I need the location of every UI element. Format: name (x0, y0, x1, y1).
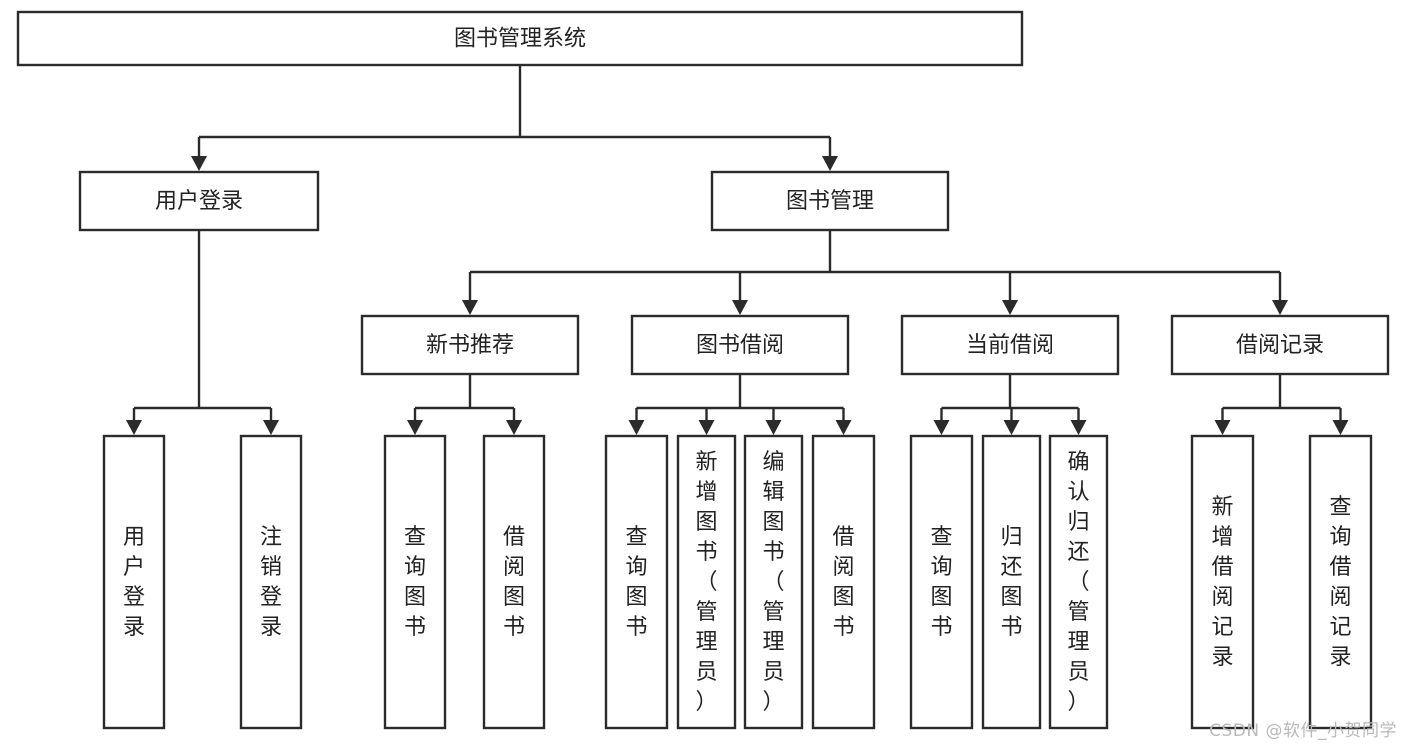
arrow-head-icon (1003, 420, 1020, 435)
node-label: 新增图书（管理员） (695, 450, 717, 715)
node-label: 注销登录 (260, 525, 282, 640)
node-newbook[interactable]: 新书推荐 (360, 314, 580, 376)
connectors-layer (126, 65, 1349, 435)
node-label: 查询图书 (930, 525, 952, 640)
node-label: 借阅记录 (1236, 333, 1324, 358)
node-leaf-user-login[interactable]: 用户登录 (102, 434, 166, 730)
node-box[interactable] (909, 434, 974, 730)
node-label: 查询图书 (625, 525, 647, 640)
node-box[interactable] (78, 170, 320, 232)
arrow-head-icon (732, 300, 748, 315)
arrow-head-icon (506, 420, 522, 435)
node-box[interactable] (360, 314, 580, 376)
node-box[interactable] (981, 434, 1042, 730)
arrow-head-icon (462, 300, 478, 315)
node-label: 借阅图书 (503, 525, 525, 640)
node-label: 用户登录 (155, 189, 243, 214)
node-box[interactable] (383, 434, 447, 730)
arrow-head-icon (698, 420, 715, 435)
arrow-head-icon (407, 420, 423, 435)
arrow-head-icon (933, 420, 950, 435)
node-box[interactable] (102, 434, 166, 730)
nodes-layer: 图书管理系统用户登录图书管理新书推荐图书借阅当前借阅借阅记录用户登录注销登录查询… (16, 10, 1390, 730)
node-current[interactable]: 当前借阅 (900, 314, 1120, 376)
node-box[interactable] (239, 434, 303, 730)
arrow-head-icon (126, 420, 142, 435)
node-box[interactable] (1170, 314, 1390, 376)
node-leaf-newbook-borrow[interactable]: 借阅图书 (482, 434, 546, 730)
arrow-head-icon (1214, 420, 1231, 435)
node-label: 当前借阅 (966, 333, 1054, 358)
arrow-head-icon (1332, 420, 1349, 435)
node-leaf-newbook-query[interactable]: 查询图书 (383, 434, 447, 730)
node-box[interactable] (743, 434, 804, 730)
node-bookmgmt[interactable]: 图书管理 (710, 170, 950, 232)
arrow-head-icon (191, 156, 207, 171)
arrow-head-icon (1002, 300, 1018, 315)
node-label: 归还图书 (1000, 525, 1022, 640)
node-leaf-borrow-edit[interactable]: 编辑图书（管理员） (743, 434, 804, 730)
node-box[interactable] (482, 434, 546, 730)
node-box[interactable] (16, 10, 1024, 67)
node-leaf-records-query[interactable]: 查询借阅记录 (1308, 434, 1373, 730)
node-label: 新书推荐 (426, 333, 514, 358)
node-leaf-records-add[interactable]: 新增借阅记录 (1190, 434, 1255, 730)
node-box[interactable] (1048, 434, 1109, 730)
node-leaf-borrow-add[interactable]: 新增图书（管理员） (676, 434, 737, 730)
node-box[interactable] (900, 314, 1120, 376)
node-box[interactable] (604, 434, 669, 730)
arrow-head-icon (1070, 420, 1087, 435)
node-label: 用户登录 (123, 525, 145, 640)
node-box[interactable] (1308, 434, 1373, 730)
node-root[interactable]: 图书管理系统 (16, 10, 1024, 67)
node-label: 查询借阅记录 (1329, 495, 1351, 670)
node-leaf-current-return[interactable]: 归还图书 (981, 434, 1042, 730)
node-leaf-borrow-lend[interactable]: 借阅图书 (811, 434, 876, 730)
node-records[interactable]: 借阅记录 (1170, 314, 1390, 376)
node-box[interactable] (1190, 434, 1255, 730)
node-box[interactable] (630, 314, 850, 376)
node-label: 查询图书 (404, 525, 426, 640)
arrow-head-icon (822, 156, 838, 171)
node-leaf-current-query[interactable]: 查询图书 (909, 434, 974, 730)
node-box[interactable] (676, 434, 737, 730)
node-leaf-current-confirm[interactable]: 确认归还（管理员） (1048, 434, 1109, 730)
node-box[interactable] (811, 434, 876, 730)
node-label: 新增借阅记录 (1211, 495, 1233, 670)
arrow-head-icon (263, 420, 279, 435)
arrow-head-icon (765, 420, 782, 435)
node-label: 编辑图书（管理员） (762, 450, 784, 715)
node-label: 图书借阅 (696, 333, 784, 358)
node-label: 图书管理 (786, 189, 874, 214)
node-borrow[interactable]: 图书借阅 (630, 314, 850, 376)
arrow-head-icon (835, 420, 852, 435)
node-box[interactable] (710, 170, 950, 232)
node-label: 借阅图书 (832, 525, 854, 640)
node-login[interactable]: 用户登录 (78, 170, 320, 232)
arrow-head-icon (1272, 300, 1288, 315)
node-leaf-borrow-query[interactable]: 查询图书 (604, 434, 669, 730)
node-label: 图书管理系统 (454, 27, 586, 52)
arrow-head-icon (628, 420, 645, 435)
node-leaf-user-logout[interactable]: 注销登录 (239, 434, 303, 730)
node-label: 确认归还（管理员） (1067, 450, 1089, 715)
